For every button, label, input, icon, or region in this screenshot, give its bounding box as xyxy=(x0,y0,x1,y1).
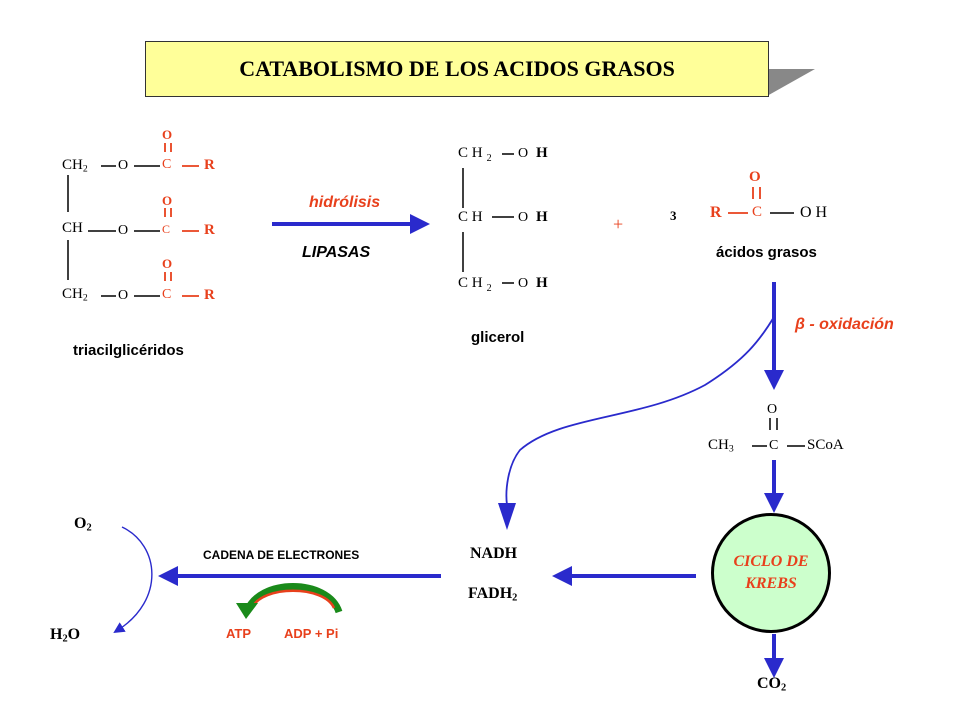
title-shadow xyxy=(767,69,815,96)
atp-cycle-arc xyxy=(243,583,343,614)
co2-label: CO2 xyxy=(757,675,787,694)
glycerol-row1-o: O xyxy=(518,146,529,161)
o2-label: O2 xyxy=(74,515,92,534)
beta-oxidation-label: β - oxidación xyxy=(795,316,894,333)
tag-row3-o: O xyxy=(118,288,129,303)
tag-row3-ch: CH2 xyxy=(62,286,88,304)
page-title: CATABOLISMO DE LOS ACIDOS GRASOS xyxy=(239,56,675,81)
fatty-acid-bonds xyxy=(728,187,794,214)
lipases-label: LIPASAS xyxy=(302,244,371,261)
hydrolysis-label: hidrólisis xyxy=(309,194,381,211)
krebs-line2: KREBS xyxy=(745,575,797,592)
krebs-cycle-circle: CICLO DE KREBS xyxy=(711,513,831,633)
acetyl-coa-scoa: SCoA xyxy=(807,437,844,453)
nadh-label: NADH xyxy=(470,545,518,562)
nadh-curve-arrow xyxy=(505,316,775,506)
nadh-curve-arrowhead xyxy=(498,503,516,530)
glycerol-label: glicerol xyxy=(471,329,525,346)
acetyl-coa-carbonyl-o: O xyxy=(767,402,778,417)
tag-row1-ch: CH2 xyxy=(62,157,88,175)
glycerol-row3-h: H xyxy=(536,275,548,291)
electron-chain-label: CADENA DE ELECTRONES xyxy=(203,548,360,562)
atp-label: ATP xyxy=(226,626,252,641)
title-box: CATABOLISMO DE LOS ACIDOS GRASOS xyxy=(145,41,769,97)
atp-cycle-arrowhead xyxy=(236,603,258,619)
tag-row3-carbonyl-o: O xyxy=(162,256,173,271)
fatty-acid-carbon: C xyxy=(752,204,763,220)
adp-label: ADP + Pi xyxy=(284,626,339,641)
glycerol-row2-o: O xyxy=(518,210,529,225)
oxygen-reduction-arrow xyxy=(113,526,153,634)
acetyl-coa-carbon: C xyxy=(769,438,779,453)
atp-cycle-arc-inner xyxy=(250,589,336,609)
tag-row2-carbon: C xyxy=(162,222,171,236)
tag-row1-carbonyl-o: O xyxy=(162,127,173,142)
h2o-label: H2O xyxy=(50,626,81,645)
acetyl-coa-ch3: CH3 xyxy=(708,437,734,455)
glycerol-bonds xyxy=(462,153,514,284)
triacylglyceride-bonds xyxy=(67,165,160,297)
tag-row2-r: R xyxy=(204,222,215,238)
fadh2-label: FADH2 xyxy=(468,585,518,604)
tag-row3-carbon: C xyxy=(162,287,172,302)
triacylglycerides-label: triacilglicéridos xyxy=(73,342,184,359)
tag-row1-carbon: C xyxy=(162,157,172,172)
tag-row2-ch: CH xyxy=(62,220,83,236)
tag-row1-r: R xyxy=(204,157,215,173)
glycerol-row2-ch: C H xyxy=(458,209,483,225)
fatty-acid-carbonyl-o: O xyxy=(749,169,761,185)
krebs-line1: CICLO DE xyxy=(733,553,809,571)
fatty-acids-label: ácidos grasos xyxy=(716,244,817,261)
fatty-acid-r: R xyxy=(710,204,722,221)
acetyl-coa-bonds xyxy=(752,418,805,447)
glycerol-row1-h: H xyxy=(536,145,548,161)
fatty-acid-coefficient: 3 xyxy=(670,208,677,223)
tag-row1-o: O xyxy=(118,158,129,173)
plus-sign: + xyxy=(613,214,624,234)
tag-row2-o: O xyxy=(118,223,129,238)
fatty-acid-oh: O H xyxy=(800,204,828,221)
triacylglyceride-red-bonds xyxy=(164,143,199,297)
glycerol-row2-h: H xyxy=(536,209,548,225)
tag-row3-r: R xyxy=(204,287,215,303)
tag-row2-carbonyl-o: O xyxy=(162,193,173,208)
glycerol-row3-o: O xyxy=(518,276,529,291)
